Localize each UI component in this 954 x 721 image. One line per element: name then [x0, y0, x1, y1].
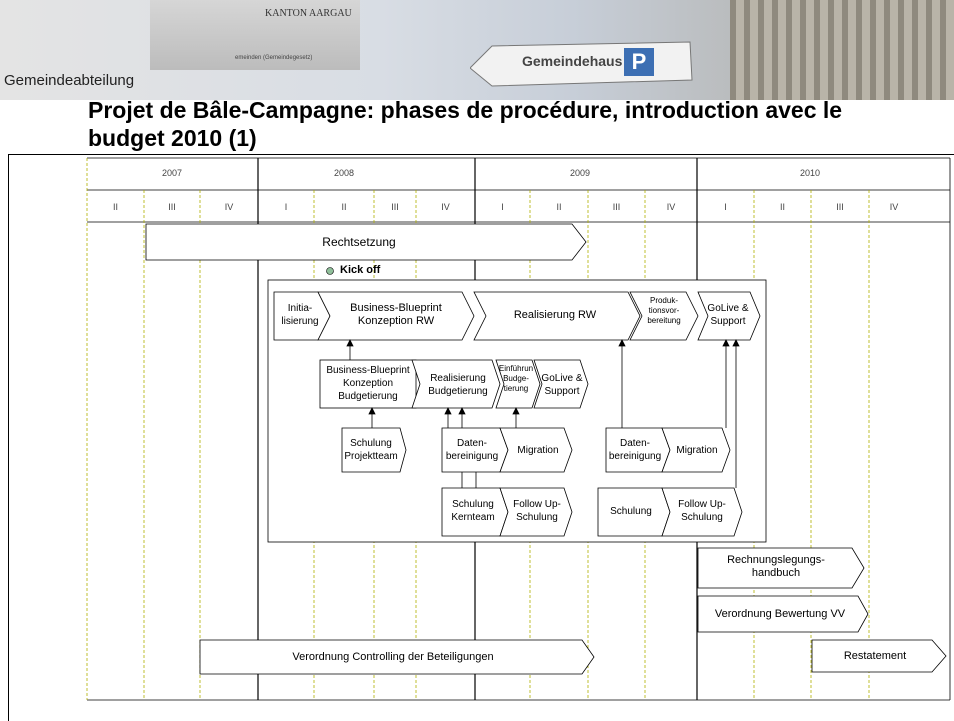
quarter-label: IV: [441, 202, 450, 212]
realisierung-budget-label: Realisierung Budgetierung: [428, 373, 488, 397]
quarter-label: IV: [224, 202, 234, 212]
datenbereinigung-2-label: Daten- bereinigung: [608, 438, 662, 462]
migration-2-arrow: [661, 427, 731, 473]
quarter-label: II: [556, 202, 562, 212]
produktionsvorbereitung-arrow: [629, 291, 699, 341]
verordnung-controlling-label: Verordnung Controlling der Beteiligungen: [292, 651, 494, 663]
business-blueprint-rw-label: Business-Blueprint Konzeption RW: [350, 302, 442, 327]
year-2008: 2008: [333, 168, 355, 178]
followup-2-label: Follow Up- Schulung: [678, 499, 726, 523]
header-banner: KANTON AARGAU emeinden (Gemeindegesetz) …: [0, 0, 954, 100]
rechtsetzung-label: Rechtsetzung: [322, 235, 396, 249]
year-2009: 2009: [569, 168, 591, 178]
restatement-arrow: [811, 639, 947, 673]
quarter-label: IV: [666, 202, 676, 212]
kickoff-label: Kick off: [340, 264, 381, 276]
schulung-kernteam-label: Schulung Kernteam: [451, 499, 495, 523]
produktionsvorbereitung-label: Produk- tionsvor- bereitung: [647, 296, 681, 325]
business-blueprint-budget-box: [319, 359, 417, 409]
parking-sign: P: [624, 48, 654, 76]
rechtsetzung-arrow: [145, 223, 587, 261]
banner-caption: emeinden (Gemeindegesetz): [235, 55, 313, 61]
migration-1-label: Migration: [517, 445, 559, 456]
migration-1-arrow: [499, 427, 573, 473]
sign-label: Gemeindehaus: [522, 53, 623, 69]
rechnungslegungshandbuch-arrow: [697, 547, 865, 589]
datenbereinigung-1-label: Daten- bereinigung: [445, 438, 499, 462]
rechnungslegungshandbuch-label: Rechnungslegungs- handbuch: [727, 554, 825, 579]
quarter-label: I: [501, 202, 504, 212]
year-2007: 2007: [161, 168, 183, 178]
quarter-label: III: [612, 202, 621, 212]
quarter-label: III: [836, 202, 844, 212]
einfuehrung-budget-arrow: [495, 359, 541, 409]
followup-1-label: Follow Up- Schulung: [513, 499, 561, 523]
building-photo: [150, 0, 360, 70]
schulung-projektteam-label: Schulung Projektteam: [344, 438, 398, 462]
realisierung-rw-label: Realisierung RW: [513, 309, 597, 321]
restatement-label: Restatement: [843, 650, 907, 662]
verordnung-controlling-arrow: [199, 639, 595, 675]
quarter-label: II: [112, 202, 118, 212]
quarter-label: III: [168, 202, 176, 212]
golive-support-sub-arrow: [533, 359, 589, 409]
verordnung-bewertung-arrow: [697, 595, 869, 633]
migration-2-label: Migration: [676, 445, 718, 456]
followup-1-arrow: [499, 487, 573, 537]
quarter-label: IV: [889, 202, 899, 212]
quarter-label: II: [779, 202, 785, 212]
schulung-label: Schulung: [610, 506, 652, 517]
followup-2-arrow: [661, 487, 743, 537]
einfuehrung-budget-label: Einführun Budge- tierung: [498, 364, 534, 393]
kickoff-dot: [326, 267, 334, 275]
year-2010: 2010: [799, 168, 821, 178]
quarter-label: I: [284, 202, 288, 212]
golive-support-main-label: GoLive & Support: [707, 303, 749, 327]
business-blueprint-rw-arrow: [317, 291, 475, 341]
office-building-photo: [730, 0, 954, 100]
realisierung-rw-arrow: [473, 291, 641, 341]
initialisierung-label: Initia- lisierung: [281, 303, 319, 327]
slide-title: Projet de Bâle-Campagne: phases de procé…: [88, 97, 843, 151]
quarter-label: I: [724, 202, 727, 212]
timeline-frame: [8, 154, 954, 721]
quarter-label: II: [341, 202, 347, 212]
canton-label: KANTON AARGAU: [265, 8, 352, 19]
golive-support-sub-label: GoLive & Support: [541, 373, 583, 397]
realisierung-budget-arrow: [411, 359, 501, 409]
verordnung-bewertung-label: Verordnung Bewertung VV: [714, 608, 846, 620]
schulung-projektteam-arrow: [341, 427, 407, 473]
quarter-label: III: [391, 202, 399, 212]
golive-support-main-arrow: [697, 291, 761, 341]
business-blueprint-budget-label: Business-Blueprint Konzeption Budgetieru…: [326, 365, 410, 402]
department-label: Gemeindeabteilung: [4, 72, 135, 89]
